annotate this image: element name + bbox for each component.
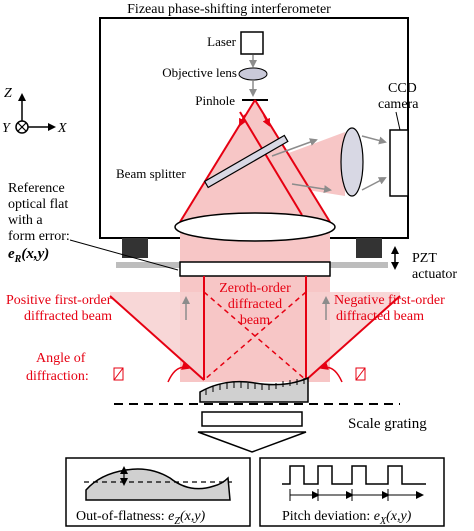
interferometer-title: Fizeau phase-shifting interferometer — [127, 2, 331, 17]
pitch-square-wave — [282, 465, 426, 485]
zeroth-beam-label-line3: beam — [240, 313, 270, 328]
reference-label-line3: with a — [8, 213, 43, 228]
scale-grating-label: Scale grating — [348, 416, 427, 432]
collimating-lens — [174, 212, 336, 242]
angle-arc-right — [320, 362, 343, 383]
beam-splitter-label: Beam splitter — [116, 166, 186, 181]
ccd-label-line2: camera — [378, 97, 419, 112]
objective-lens-label: Objective lens — [162, 65, 237, 80]
pitch-dim-ticks — [289, 489, 389, 501]
zeroth-beam-label-line2: diffracted — [228, 297, 282, 312]
ccd-label-line1: CCD — [388, 81, 417, 96]
grating-ticks — [205, 378, 305, 395]
ccd-camera — [389, 129, 409, 197]
big-arrow-head — [197, 431, 307, 453]
angle-symbol-left-slash — [113, 367, 124, 381]
reference-leader — [69, 239, 179, 271]
mount-right — [356, 238, 382, 258]
ccd-label-leader — [395, 111, 401, 131]
pzt-label-line2: actuator — [412, 267, 457, 282]
mount-left — [122, 238, 148, 258]
beam-to-ccd-arrow-top2 — [361, 135, 387, 145]
y-axis-cross-2 — [17, 122, 27, 132]
negative-beam-label-line1: Negative first-order — [334, 293, 445, 308]
axis-y-label: Y — [2, 121, 12, 136]
flatness-label: Out-of-flatness: eZ(x,y) — [76, 509, 206, 527]
angle-label-line1: Angle of — [36, 351, 86, 366]
axis-z-label: Z — [4, 86, 12, 101]
beam-splitter — [203, 134, 289, 189]
angle-symbol-right-slash — [355, 367, 366, 381]
ccd-lens — [340, 127, 364, 197]
beam-to-ccd-arrow-bottom — [291, 183, 332, 194]
beam-arrow-2 — [262, 114, 270, 127]
reference-label-line2: optical flat — [8, 197, 68, 212]
angle-label-line2: diffraction: — [26, 369, 89, 384]
beam-to-ccd-arrow-bottom2 — [361, 177, 387, 191]
laser-box — [240, 31, 264, 55]
pitch-label: Pitch deviation: eX(x,y) — [282, 509, 412, 527]
beam-arrow-1 — [239, 114, 247, 127]
laser-label: Laser — [207, 34, 237, 49]
zeroth-beam-label-line1: Zeroth-order — [219, 281, 291, 296]
form-error-expression: eR(x,y) — [8, 246, 49, 265]
reference-label-line4: form error: — [8, 229, 70, 244]
beam-to-ccd-arrow-top — [271, 138, 318, 157]
angle-arc-left — [167, 362, 190, 383]
reference-label-line1: Reference — [8, 181, 65, 196]
dashed-cross-2 — [203, 291, 307, 381]
axis-x-label: X — [57, 121, 67, 136]
positive-beam-label-line1: Positive first-order — [6, 293, 112, 308]
pzt-label-line1: PZT — [412, 251, 437, 266]
angle-symbol-right — [355, 367, 366, 381]
pinhole-label: Pinhole — [195, 93, 235, 108]
beam-edge-right-return — [239, 111, 303, 216]
angle-symbol-left — [113, 367, 124, 381]
negative-beam-label-line2: diffracted beam — [336, 309, 424, 324]
big-arrow-bar — [201, 411, 303, 427]
objective-lens — [238, 67, 268, 81]
positive-beam-label-line2: diffracted beam — [24, 309, 112, 324]
reference-optical-flat — [179, 261, 331, 277]
